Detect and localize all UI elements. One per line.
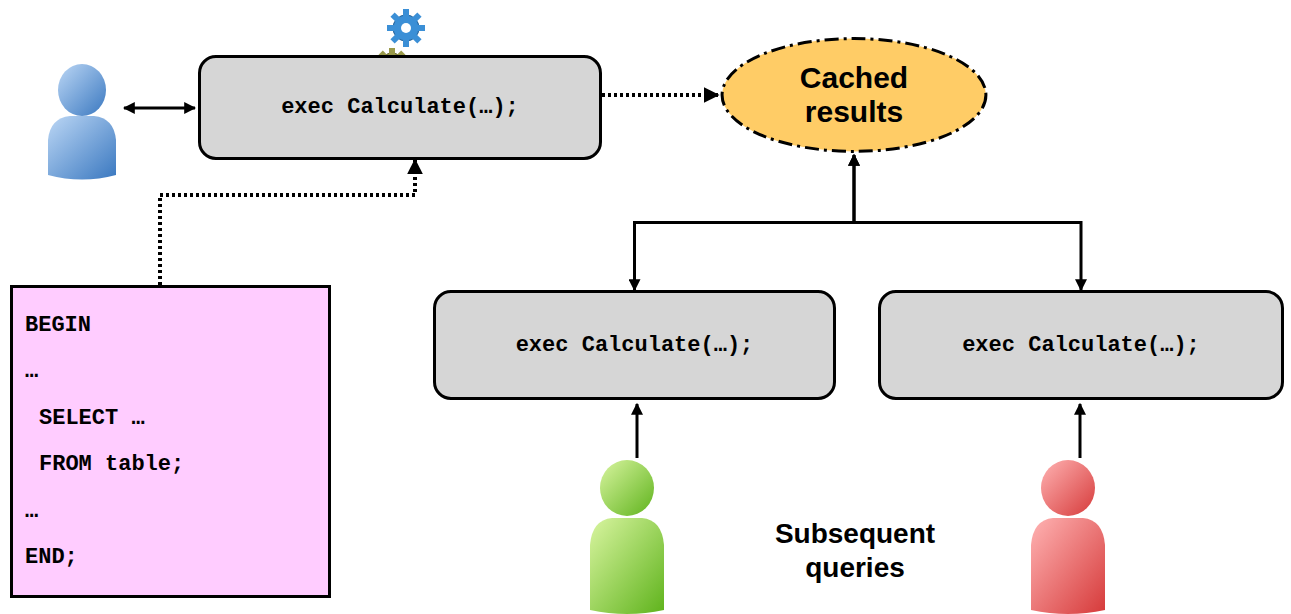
code-line: … [25, 499, 316, 524]
process-box: exec Calculate(…); [198, 55, 602, 160]
user-arrow [124, 107, 195, 110]
user-arrow [1079, 404, 1082, 458]
code-box: BEGIN … SELECT … FROM table; … END; [10, 285, 331, 598]
node-text: exec Calculate(…); [962, 333, 1200, 358]
node-text: exec Calculate(…); [281, 95, 519, 120]
user-arrow [636, 404, 639, 458]
connector [602, 93, 718, 97]
code-line: … [25, 359, 316, 384]
code-line: FROM table; [25, 452, 316, 477]
code-line: BEGIN [25, 313, 316, 338]
code-line: END; [25, 545, 316, 570]
note-label: Subsequent queries [740, 517, 970, 584]
process-box: exec Calculate(…); [433, 290, 836, 400]
connector [854, 155, 1081, 290]
connector [160, 160, 415, 285]
user-figure [1031, 460, 1105, 614]
user-figure [48, 64, 116, 180]
node-text: Cached results [769, 61, 939, 130]
user-figure [590, 460, 664, 614]
process-box: exec Calculate(…); [878, 290, 1284, 400]
code-line: SELECT … [25, 406, 316, 431]
connector [635, 155, 855, 290]
cache-ellipse: Cached results [718, 35, 990, 155]
node-text: exec Calculate(…); [516, 333, 754, 358]
